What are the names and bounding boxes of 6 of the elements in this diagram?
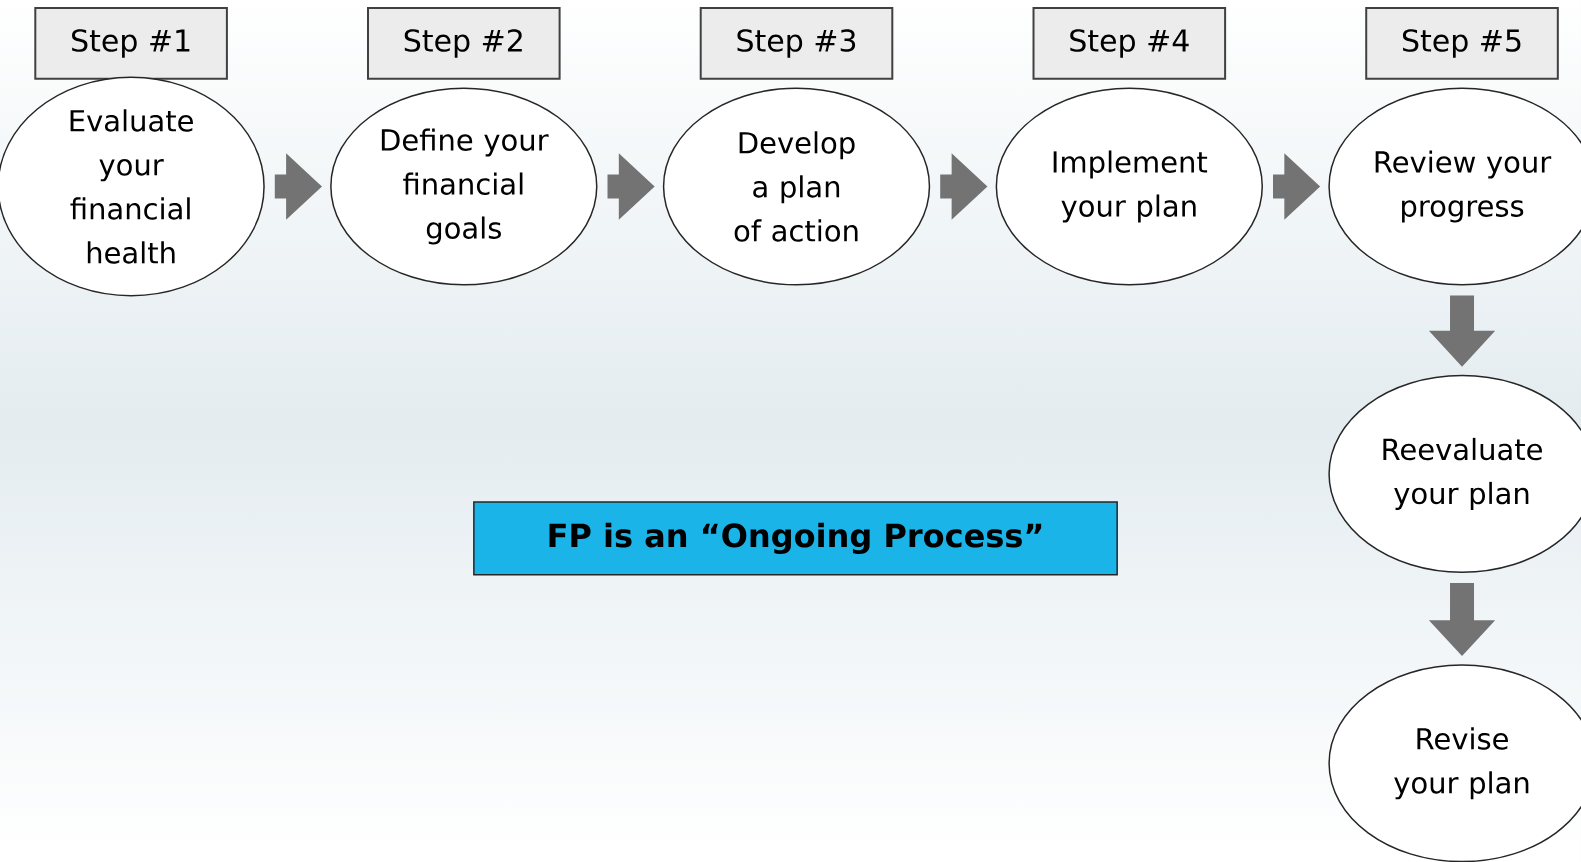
step-label-box: Step #2 (367, 7, 561, 80)
step-label-box: Step #1 (34, 7, 228, 80)
banner-box: FP is an “Ongoing Process” (473, 501, 1118, 576)
step-label-box: Step #5 (1365, 7, 1559, 80)
step-label-box: Step #3 (699, 7, 894, 80)
step-label-box: Step #4 (1032, 7, 1227, 80)
